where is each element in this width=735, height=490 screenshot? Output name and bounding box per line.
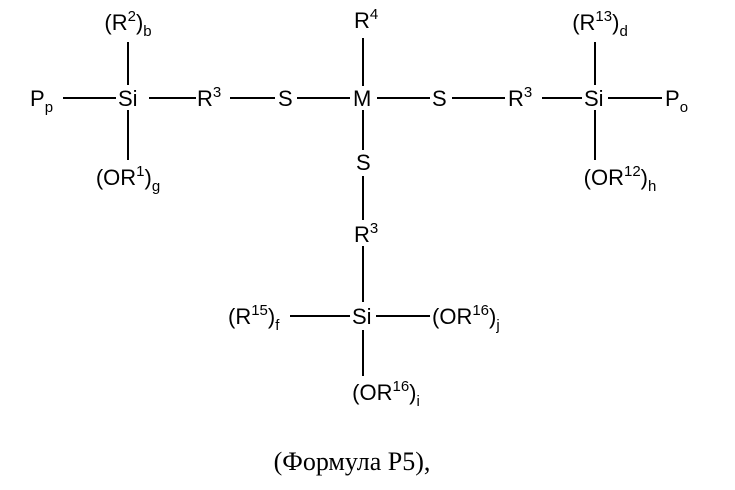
bottom-bottom-alkoxy: (OR16)i (352, 378, 420, 410)
right-polymer-p: Po (665, 86, 688, 116)
formula-caption: (Формула P5), (274, 447, 431, 476)
right-silicon: Si (584, 86, 604, 111)
bottom-left-substituent: (R15)f (228, 302, 280, 334)
left-silicon: Si (118, 86, 138, 111)
left-r3-linker: R3 (197, 84, 221, 111)
left-bottom-alkoxy: (OR1)g (96, 163, 160, 195)
left-polymer-p: Pp (30, 86, 53, 116)
right-r3-linker: R3 (508, 84, 532, 111)
bottom-sulfur: S (356, 150, 371, 175)
bottom-r3-linker: R3 (354, 220, 378, 247)
metal-top-r4: R4 (354, 6, 378, 33)
right-bottom-alkoxy: (OR12)h (584, 163, 657, 195)
bottom-right-alkoxy: (OR16)j (432, 302, 500, 334)
metal-m: M (353, 86, 371, 111)
left-sulfur: S (278, 86, 293, 111)
right-sulfur: S (432, 86, 447, 111)
left-top-substituent: (R2)b (104, 8, 151, 40)
right-top-substituent: (R13)d (572, 8, 628, 40)
bottom-silicon: Si (352, 304, 372, 329)
